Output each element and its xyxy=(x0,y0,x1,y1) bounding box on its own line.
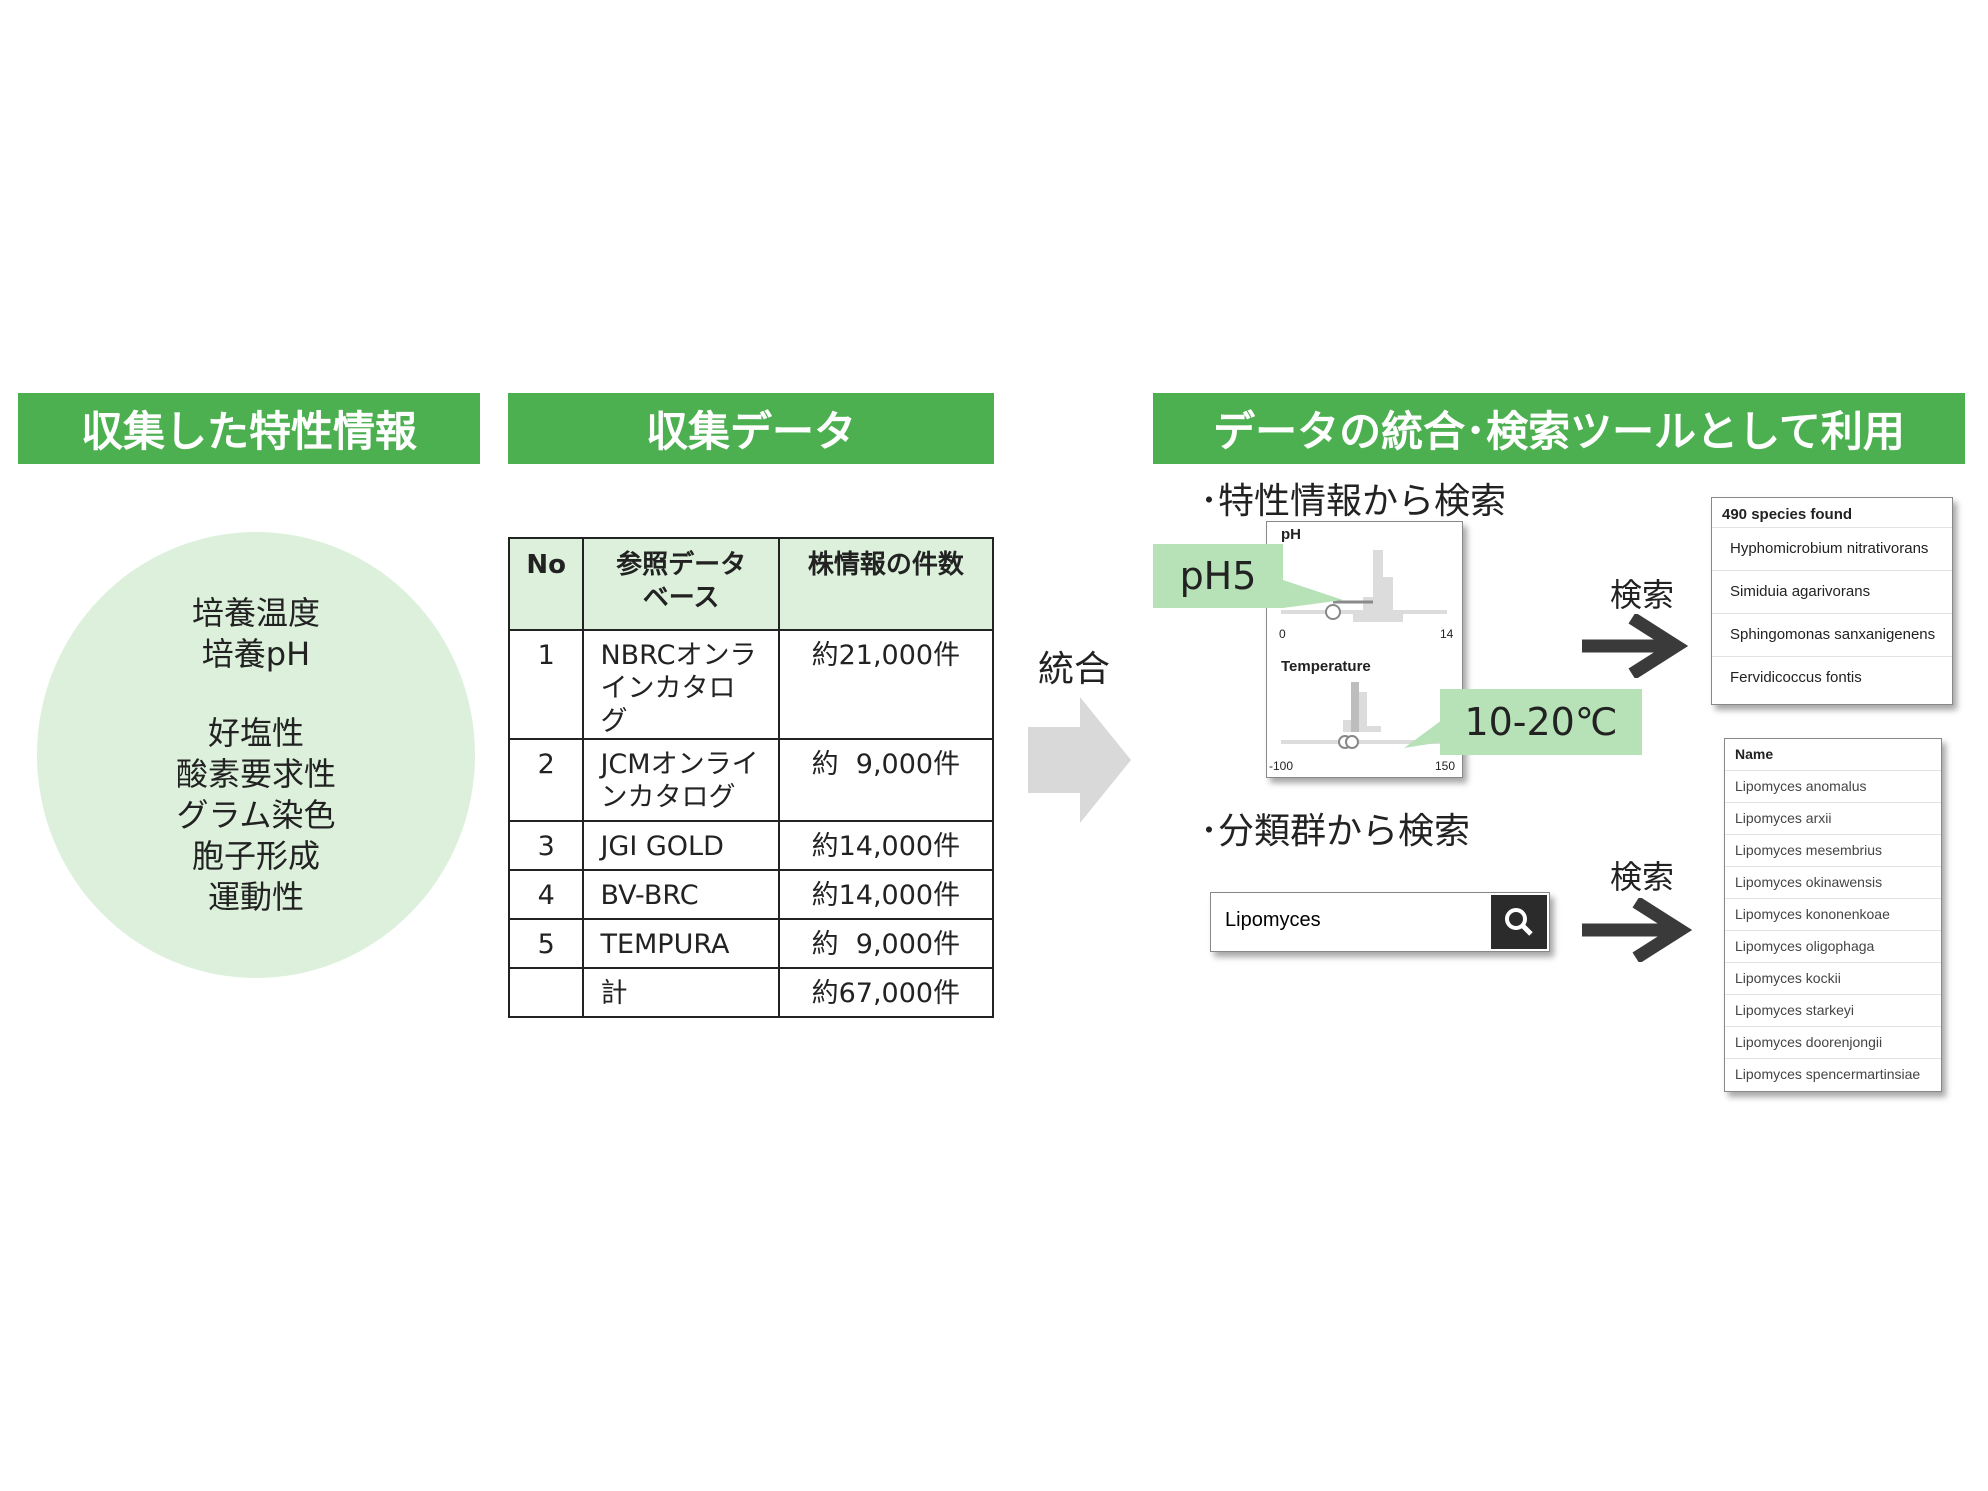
cell-count: 約 9,000件 xyxy=(777,738,995,822)
temp-min-label: -100 xyxy=(1269,759,1294,773)
traits-circle: 培養温度 培養pH 好塩性 酸素要求性 グラム染色 胞子形成 運動性 xyxy=(37,532,475,978)
cell-db: TEMPURA xyxy=(582,918,780,969)
right-arrow-icon xyxy=(1582,614,1688,678)
temp-histogram-bar xyxy=(1359,692,1367,732)
cell-count: 約21,000件 xyxy=(777,629,995,740)
trait-results-list: 490 species found Hyphomicrobium nitrati… xyxy=(1711,497,1953,705)
filter-panel: pH 0 14 Temperature -100 150 xyxy=(1266,521,1463,778)
integrate-arrow-icon xyxy=(1028,697,1131,823)
taxon-search-box xyxy=(1210,892,1550,952)
table-header-row: No 参照データベース 株情報の件数 xyxy=(507,537,995,631)
trait-item: 胞子形成 xyxy=(191,836,320,875)
ph-histogram-bar xyxy=(1373,550,1383,622)
taxon-search-title: ･分類群から検索 xyxy=(1200,811,1471,852)
results-header: 490 species found xyxy=(1722,506,1853,523)
list-item[interactable]: Lipomyces okinawensis xyxy=(1725,866,1941,898)
list-item[interactable]: Hyphomicrobium nitrativorans xyxy=(1712,527,1952,570)
trait-search-title: ･特性情報から検索 xyxy=(1200,481,1507,522)
temp-max-label: 150 xyxy=(1435,759,1456,773)
banner-traits-label: 収集した特性情報 xyxy=(80,407,417,456)
list-item[interactable]: Lipomyces spencermartinsiae xyxy=(1725,1058,1941,1090)
ph-callout-text: pH5 xyxy=(1179,554,1257,598)
list-item[interactable]: Lipomyces starkeyi xyxy=(1725,994,1941,1026)
list-item[interactable]: Lipomyces mesembrius xyxy=(1725,834,1941,866)
cell-no xyxy=(507,967,585,1018)
temp-callout: 10-20℃ xyxy=(1440,689,1642,755)
cell-db: JGI GOLD xyxy=(582,820,780,871)
cell-db: 計 xyxy=(582,967,780,1018)
trait-item: 酸素要求性 xyxy=(175,754,336,793)
banner-traits: 収集した特性情報 xyxy=(18,393,480,464)
cell-db: BV-BRC xyxy=(582,869,780,920)
table-row: 3 JGI GOLD 約14,000件 xyxy=(507,820,995,871)
ph-min-label: 0 xyxy=(1279,627,1286,641)
search-label-2: 検索 xyxy=(1610,858,1675,896)
ph-label: pH xyxy=(1281,526,1301,543)
ph-callout: pH5 xyxy=(1153,544,1283,608)
header-count: 株情報の件数 xyxy=(777,537,995,631)
list-item[interactable]: Simiduia agarivorans xyxy=(1712,570,1952,613)
ph-histogram-bar xyxy=(1383,577,1393,622)
trait-item: 運動性 xyxy=(207,877,304,916)
ph-histogram-bar xyxy=(1353,612,1363,622)
database-table: No 参照データベース 株情報の件数 1 NBRCオンラインカタログ 約21,0… xyxy=(507,537,995,1018)
table-total-row: 計 約67,000件 xyxy=(507,967,995,1018)
ph-max-label: 14 xyxy=(1440,627,1454,641)
table-row: 1 NBRCオンラインカタログ 約21,000件 xyxy=(507,629,995,740)
trait-item: グラム染色 xyxy=(176,795,336,834)
cell-db: NBRCオンラインカタログ xyxy=(582,629,780,740)
temperature-label: Temperature xyxy=(1281,658,1371,675)
ph-slider-handle xyxy=(1325,604,1341,620)
table-row: 2 JCMオンラインカタログ 約 9,000件 xyxy=(507,738,995,822)
integrate-label: 統合 xyxy=(1038,649,1111,690)
temp-histogram-bar xyxy=(1343,720,1351,732)
search-icon xyxy=(1505,908,1533,936)
search-button[interactable] xyxy=(1491,895,1547,949)
table-row: 5 TEMPURA 約 9,000件 xyxy=(507,918,995,969)
temp-callout-tail xyxy=(1404,720,1442,748)
temp-histogram-bar xyxy=(1367,726,1381,732)
header-no: No xyxy=(507,537,585,631)
list-item[interactable]: Lipomyces doorenjongii xyxy=(1725,1026,1941,1058)
table-row: 4 BV-BRC 約14,000件 xyxy=(507,869,995,920)
list-item[interactable]: Sphingomonas sanxanigenens xyxy=(1712,613,1952,656)
temp-callout-text: 10-20℃ xyxy=(1464,700,1618,744)
cell-count: 約14,000件 xyxy=(777,869,995,920)
cell-no: 2 xyxy=(507,738,585,822)
cell-no: 5 xyxy=(507,918,585,969)
ph-callout-tail xyxy=(1283,580,1343,608)
taxon-search-input[interactable] xyxy=(1211,893,1495,947)
search-label-1: 検索 xyxy=(1610,576,1675,614)
list-item[interactable]: Lipomyces anomalus xyxy=(1725,770,1941,802)
banner-data-label: 収集データ xyxy=(645,407,856,456)
results-header: Name xyxy=(1735,746,1774,762)
list-item[interactable]: Lipomyces arxii xyxy=(1725,802,1941,834)
right-arrow-icon xyxy=(1582,898,1692,962)
cell-no: 1 xyxy=(507,629,585,740)
banner-data: 収集データ xyxy=(508,393,994,464)
list-item[interactable]: Fervidicoccus fontis xyxy=(1712,656,1952,699)
ph-histogram-bar xyxy=(1363,597,1373,622)
header-db: 参照データベース xyxy=(582,537,780,631)
trait-item: 好塩性 xyxy=(207,713,304,752)
trait-item: 培養pH xyxy=(201,634,311,673)
cell-no: 3 xyxy=(507,820,585,871)
banner-tool-label: データの統合･検索ツールとして利用 xyxy=(1213,407,1905,456)
cell-no: 4 xyxy=(507,869,585,920)
ph-histogram-bar xyxy=(1393,614,1403,622)
temp-histogram-bar xyxy=(1351,682,1359,732)
banner-tool: データの統合･検索ツールとして利用 xyxy=(1153,393,1965,464)
list-item[interactable]: Lipomyces kockii xyxy=(1725,962,1941,994)
taxon-results-list: Name Lipomyces anomalus Lipomyces arxii … xyxy=(1724,738,1942,1092)
cell-count: 約67,000件 xyxy=(777,967,995,1018)
trait-item: 培養温度 xyxy=(191,593,320,632)
list-item[interactable]: Lipomyces oligophaga xyxy=(1725,930,1941,962)
cell-count: 約 9,000件 xyxy=(777,918,995,969)
list-item[interactable]: Lipomyces kononenkoae xyxy=(1725,898,1941,930)
temp-slider-handle-max xyxy=(1345,735,1359,749)
cell-db: JCMオンラインカタログ xyxy=(582,738,780,822)
cell-count: 約14,000件 xyxy=(777,820,995,871)
